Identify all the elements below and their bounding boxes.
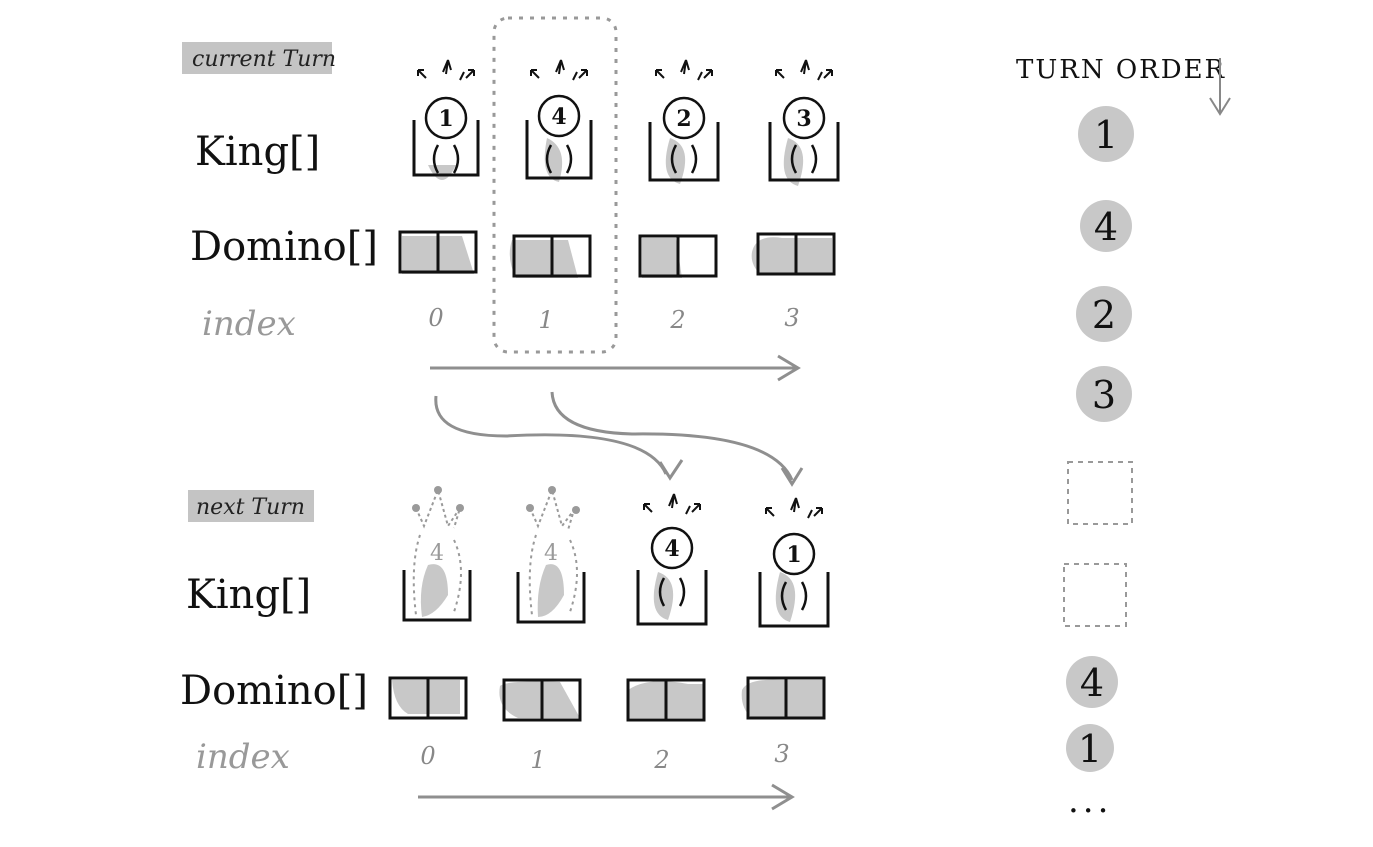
svg-text:3: 3: [1092, 373, 1116, 417]
current-king-1-number: 4: [551, 104, 566, 130]
turn-order-item-1: 4: [1080, 200, 1132, 252]
current-domino-array-label: Domino[]: [190, 224, 378, 270]
next-king-2-number: 4: [664, 536, 679, 562]
current-king-0-number: 1: [438, 106, 453, 132]
current-domino-1: [509, 234, 592, 278]
next-king-1-ghost-number: 4: [544, 541, 558, 566]
turn-order-item-6: 4: [1066, 656, 1118, 708]
current-index-0: 0: [428, 304, 443, 332]
current-index-label: index: [202, 304, 296, 344]
turn-order-panel: TURN ORDER 1 4 2 3 4 1: [1016, 55, 1231, 821]
current-king-3: 3: [768, 59, 840, 186]
turn-order-item-7: 1: [1066, 724, 1114, 772]
turn-order-ellipsis: ...: [1068, 781, 1112, 821]
transition-arrow-king-0: [434, 395, 668, 475]
svg-text:1: 1: [1078, 727, 1102, 771]
next-king-2: 4: [636, 493, 708, 626]
next-index-2: 2: [653, 746, 669, 774]
selected-index-highlight: [492, 16, 618, 354]
turn-order-empty-slot-4: [1067, 461, 1133, 525]
current-index-2: 2: [669, 306, 685, 334]
next-domino-1: [499, 678, 582, 722]
next-turn-tag-bg: [188, 490, 314, 522]
turn-order-item-0: 1: [1078, 106, 1134, 162]
next-index-1: 1: [530, 746, 545, 774]
current-turn-tag-bg: [182, 42, 332, 74]
next-domino-0: [388, 676, 468, 720]
current-domino-3: [751, 232, 836, 276]
current-index-arrow: [430, 354, 801, 382]
next-domino-3: [741, 676, 826, 720]
next-king-3-number: 1: [786, 542, 801, 568]
current-king-2-number: 2: [676, 106, 691, 132]
transition-arrows: [434, 391, 804, 487]
next-king-1-ghost: 4: [516, 486, 586, 624]
current-king-array-label: King[]: [195, 129, 320, 175]
current-king-0: 1: [412, 59, 480, 180]
current-king-2: 2: [648, 59, 720, 184]
next-king-0-ghost-number: 4: [430, 541, 444, 566]
svg-text:2: 2: [1092, 293, 1116, 337]
next-index-label: index: [196, 737, 290, 777]
turn-order-item-3: 3: [1076, 366, 1132, 422]
next-king-array-label: King[]: [186, 572, 311, 618]
current-turn-section: current Turn King[] Domino[] index 1 4: [182, 16, 840, 382]
svg-text:1: 1: [1094, 113, 1118, 157]
current-domino-2: [638, 234, 718, 278]
next-king-3: 1: [758, 497, 830, 628]
next-index-0: 0: [420, 742, 435, 770]
next-domino-2: [626, 678, 706, 722]
transition-arrow-king-1: [550, 391, 794, 481]
next-index-arrow: [418, 783, 795, 811]
turn-order-title: TURN ORDER: [1016, 55, 1226, 85]
current-index-1: 1: [538, 306, 553, 334]
turn-order-empty-slot-5: [1063, 563, 1127, 627]
next-turn-tag: next Turn: [196, 495, 305, 520]
svg-text:4: 4: [1094, 205, 1118, 249]
next-domino-array-label: Domino[]: [180, 668, 368, 714]
current-king-1: 4: [525, 59, 593, 182]
arrow-down-icon: [1209, 58, 1231, 116]
next-king-0-ghost: 4: [402, 486, 472, 622]
next-index-3: 3: [774, 740, 789, 768]
current-king-3-number: 3: [796, 106, 811, 132]
turn-order-item-2: 2: [1076, 286, 1132, 342]
svg-text:4: 4: [1080, 661, 1104, 705]
next-turn-section: next Turn King[] Domino[] index 4 4: [180, 486, 830, 811]
current-turn-tag: current Turn: [192, 47, 336, 72]
current-index-3: 3: [784, 304, 799, 332]
current-domino-0: [398, 230, 478, 274]
